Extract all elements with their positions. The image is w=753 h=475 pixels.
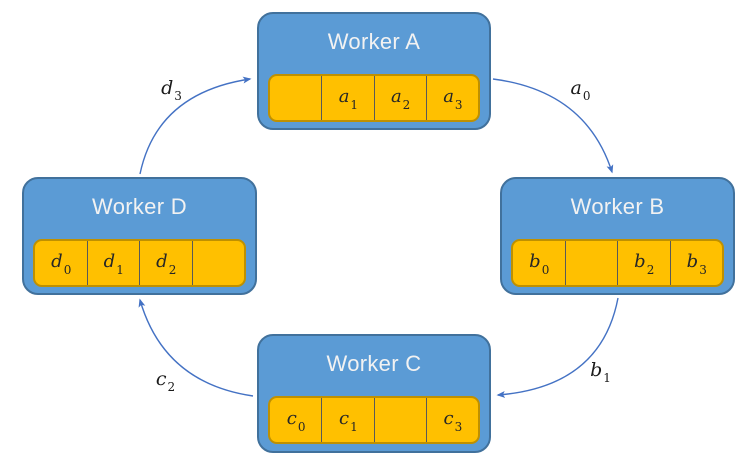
arrow-b-to-c	[496, 297, 619, 398]
edge-label-b1: b1	[590, 358, 611, 386]
edge-label-base: a	[570, 76, 582, 99]
buffer-cell: b2	[618, 241, 671, 285]
cell-symbol-sub: 1	[350, 97, 359, 112]
cell-symbol-base: b	[529, 251, 541, 273]
worker-d-box: Worker D d0 d1 d2	[22, 177, 257, 295]
buffer-cell	[193, 241, 245, 285]
worker-c-buffer: c0 c1 c3	[268, 396, 480, 444]
cell-symbol-sub: 2	[402, 97, 411, 112]
worker-b-box: Worker B b0 b2 b3	[500, 177, 735, 295]
buffer-cell	[375, 398, 427, 442]
cell-symbol: a3	[443, 86, 463, 112]
cell-symbol: b2	[634, 251, 655, 277]
cell-symbol-sub: 0	[297, 419, 306, 434]
edge-label-c2: c2	[155, 367, 176, 395]
cell-symbol-sub: 0	[63, 262, 72, 277]
buffer-cell: c3	[427, 398, 478, 442]
cell-symbol-sub: 0	[541, 262, 550, 277]
cell-symbol-sub: 2	[168, 262, 177, 277]
worker-c-title: Worker C	[326, 351, 422, 376]
edge-label-a0: a0	[570, 76, 591, 104]
edge-label-sub: 3	[174, 89, 182, 104]
buffer-cell: a1	[322, 76, 375, 120]
buffer-cell: c0	[270, 398, 323, 442]
cell-symbol-sub: 1	[350, 419, 358, 434]
cell-symbol: a2	[390, 86, 411, 112]
cell-symbol-sub: 3	[454, 419, 463, 434]
cell-symbol: d2	[156, 251, 177, 277]
buffer-cell: b3	[671, 241, 723, 285]
worker-b-title: Worker B	[570, 194, 665, 219]
cell-symbol-base: a	[443, 86, 454, 108]
cell-symbol-base: c	[443, 408, 454, 430]
cell-symbol-sub: 3	[454, 97, 463, 112]
cell-symbol-sub: 3	[699, 262, 707, 277]
cell-symbol-base: a	[338, 86, 350, 108]
cell-symbol-sub: 1	[116, 262, 124, 277]
worker-a-title: Worker A	[327, 29, 421, 54]
cell-symbol: c3	[443, 408, 463, 434]
arrow-c-to-d	[138, 298, 254, 397]
cell-symbol: a1	[338, 86, 359, 112]
cell-symbol: d1	[103, 251, 124, 277]
worker-a-buffer: a1 a2 a3	[268, 74, 480, 122]
edge-label-d3: d3	[161, 76, 182, 104]
arrow-d-to-a	[139, 76, 252, 175]
cell-symbol-base: c	[339, 408, 350, 430]
cell-symbol-base: d	[51, 251, 63, 273]
arrow-a-to-b	[492, 78, 614, 174]
buffer-cell: d1	[88, 241, 140, 285]
edge-label-base: b	[590, 358, 603, 381]
cell-symbol: b3	[686, 251, 707, 277]
buffer-cell	[566, 241, 618, 285]
cell-symbol-base: a	[390, 86, 402, 108]
buffer-cell: a2	[375, 76, 427, 120]
edge-label-sub: 1	[603, 371, 611, 386]
cell-symbol: b0	[529, 251, 550, 277]
edge-label-sub: 0	[582, 89, 591, 104]
cell-symbol-base: b	[634, 251, 646, 273]
edge-label-sub: 2	[167, 380, 176, 395]
worker-c-box: Worker C c0 c1 c3	[257, 334, 491, 453]
cell-symbol-sub: 2	[646, 262, 655, 277]
worker-d-title: Worker D	[92, 194, 187, 219]
worker-b-buffer: b0 b2 b3	[511, 239, 724, 287]
buffer-cell	[270, 76, 323, 120]
cell-symbol: c1	[339, 408, 358, 434]
buffer-cell: d0	[35, 241, 88, 285]
cell-symbol: d0	[51, 251, 72, 277]
cell-symbol-base: b	[686, 251, 699, 273]
buffer-cell: b0	[513, 241, 566, 285]
cell-symbol-base: c	[286, 408, 297, 430]
cell-symbol: c0	[286, 408, 306, 434]
buffer-cell: d2	[140, 241, 193, 285]
worker-d-buffer: d0 d1 d2	[33, 239, 246, 287]
edge-label-base: c	[155, 367, 167, 390]
buffer-cell: a3	[427, 76, 478, 120]
edge-label-base: d	[161, 76, 174, 99]
buffer-cell: c1	[322, 398, 375, 442]
cell-symbol-base: d	[156, 251, 168, 273]
worker-a-box: Worker A a1 a2 a3	[257, 12, 491, 130]
cell-symbol-base: d	[103, 251, 116, 273]
